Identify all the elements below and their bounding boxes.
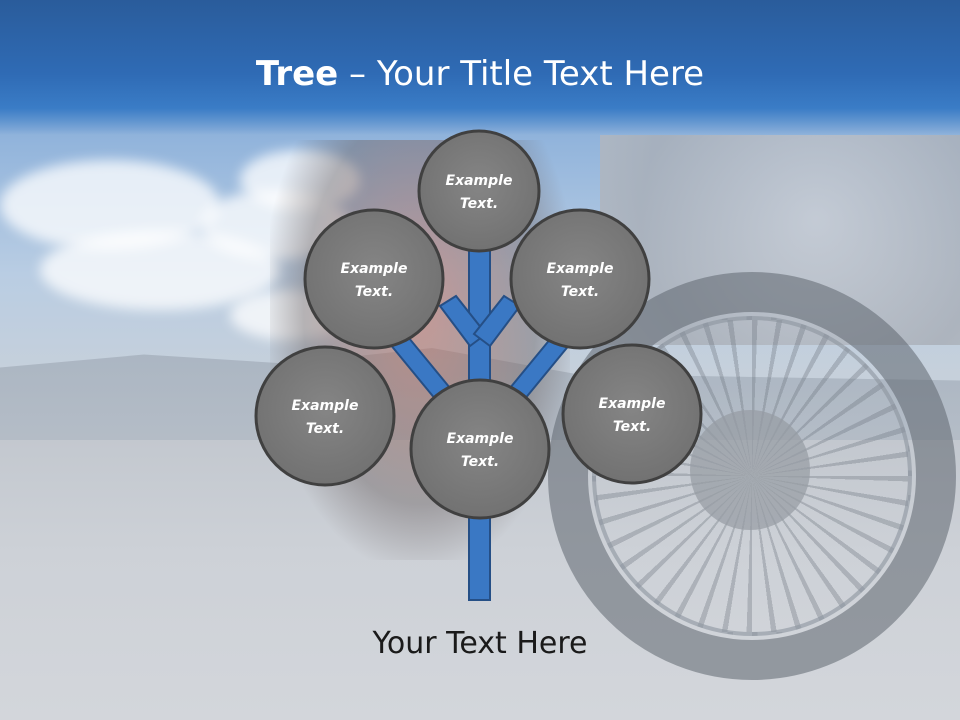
node-lower-left-line1: Example <box>292 398 359 414</box>
wheel-hub <box>690 410 810 530</box>
title-rest: – Your Title Text Here <box>338 54 705 94</box>
caption-text[interactable]: Your Text Here <box>372 626 588 661</box>
title-bar <box>0 0 960 135</box>
title-bold: Tree <box>255 54 339 94</box>
tree-node-center[interactable]: Example Text. <box>409 378 551 520</box>
tree-node-top[interactable]: Example Text. <box>417 129 541 253</box>
node-top-line1: Example <box>446 173 513 189</box>
node-upper-right-line1: Example <box>547 261 614 277</box>
tree-node-upper-right[interactable]: Example Text. <box>509 208 651 350</box>
node-center-line1: Example <box>447 431 514 447</box>
node-upper-left-line2: Text. <box>355 284 393 300</box>
node-center-line2: Text. <box>461 454 499 470</box>
node-lower-right-line2: Text. <box>613 419 651 435</box>
tree-node-upper-left[interactable]: Example Text. <box>303 208 445 350</box>
node-lower-right-line1: Example <box>599 396 666 412</box>
node-lower-left-line2: Text. <box>306 421 344 437</box>
node-upper-left-line1: Example <box>341 261 408 277</box>
node-upper-right-line2: Text. <box>561 284 599 300</box>
tree-node-lower-right[interactable]: Example Text. <box>561 343 703 485</box>
slide-title[interactable]: Tree – Your Title Text Here <box>0 52 960 96</box>
tree-node-lower-left[interactable]: Example Text. <box>254 345 396 487</box>
node-top-line2: Text. <box>460 196 498 212</box>
